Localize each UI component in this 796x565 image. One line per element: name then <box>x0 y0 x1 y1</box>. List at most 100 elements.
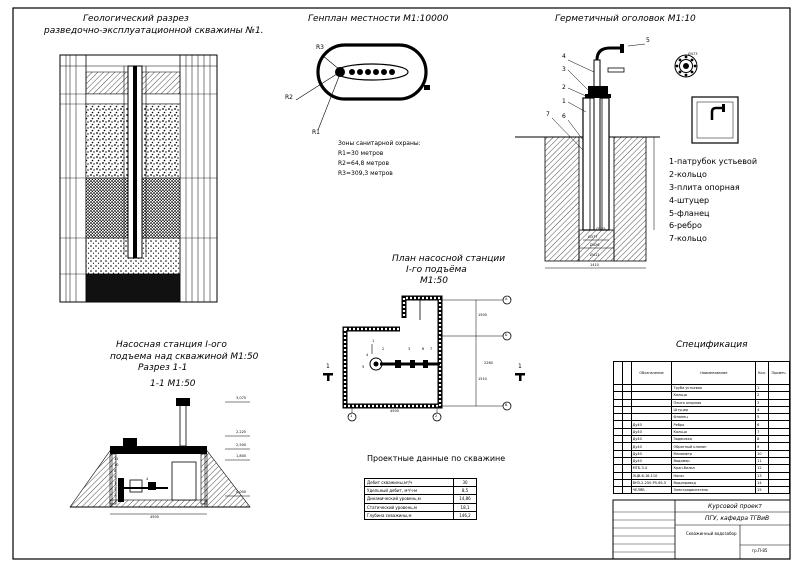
design-data-title: Проектные данные по скважине <box>367 454 506 463</box>
pump-plan-dim-4500: 4500 <box>390 409 399 413</box>
wellhead-legend-5: 5-фланец <box>669 209 710 218</box>
wellhead-dim-411: Ø411 <box>590 253 600 257</box>
zone-r2: R2=64,8 метров <box>338 160 390 167</box>
wellhead-callout-6: 6 <box>562 113 566 120</box>
pump-plan-dim-1510: 1510 <box>478 377 487 381</box>
pump-plan-callout-3: 3 <box>408 347 411 351</box>
wellhead-dim-1410: 1410 <box>590 263 599 267</box>
pump-plan-title-line3: М1:50 <box>420 276 448 286</box>
site-plan-label-r1: R1 <box>312 129 320 136</box>
wellhead-legend-7: 7-кольцо <box>669 234 707 243</box>
title-block-sheet-name: Скважинный водозабор <box>686 531 737 536</box>
pump-plan-callout-7: 7 <box>430 347 433 351</box>
wellhead-dim-325: Ø325 <box>596 227 606 231</box>
wellhead-legend-1: 1-патрубок устьевой <box>669 157 758 166</box>
elev-3075: 3,075 <box>236 396 247 400</box>
pump-section-callout-11: 11 <box>114 457 119 461</box>
wellhead-legend-2: 2-кольцо <box>669 170 707 179</box>
pump-plan-callout-4: 4 <box>366 353 369 357</box>
pump-section-dim-4500: 4500 <box>150 515 159 519</box>
title-block-org: ПГУ, кафедра ТГВиВ <box>705 515 770 522</box>
axis-label-2: 2 <box>435 414 438 418</box>
pump-plan-drawing <box>323 295 525 422</box>
pump-section-scale: 1-1 М1:50 <box>150 379 196 389</box>
axis-label-1: 1 <box>350 414 353 418</box>
spec-header-row: Обозначение Наименование Кол. Примеч. <box>613 361 790 385</box>
wellhead-legend-4: 4-штуцер <box>669 196 710 205</box>
site-plan-label-r2: R2 <box>285 94 293 101</box>
pump-section-drawing <box>69 398 251 515</box>
section-mark-right: 1 <box>518 363 522 370</box>
spec-title: Спецификация <box>676 340 748 350</box>
wellhead-title: Герметичный оголовок М1:10 <box>555 14 696 24</box>
wellhead-drawing <box>515 43 739 269</box>
pump-plan-callout-6: 6 <box>422 347 425 351</box>
pump-plan-dim-2260: 2260 <box>484 361 493 365</box>
elev-0000: 0,000 <box>236 490 247 494</box>
zones-title: Зоны санитарной охраны: <box>338 140 421 147</box>
title-block-frame <box>612 499 791 560</box>
wellhead-dim-426: Ø426 <box>590 243 600 247</box>
elev-1800: 1,800 <box>236 454 247 458</box>
pump-section-title-line2: подъема над скважиной М1:50 <box>110 352 259 362</box>
pump-plan-callout-5: 5 <box>362 365 365 369</box>
pump-plan-title-line1: План насосной станции <box>392 254 506 264</box>
pump-section-callout-1: 1 <box>114 481 117 485</box>
wellhead-callout-1: 1 <box>562 98 566 105</box>
sheet-frame <box>12 7 791 560</box>
wellhead-legend-3: 3-плита опорная <box>669 183 740 192</box>
geo-section-title-line2: разведочно-эксплуатационной скважины №1. <box>44 26 264 36</box>
wellhead-dim-473: Ø473 <box>688 52 698 56</box>
wellhead-legend-6: 6-ребро <box>669 221 702 230</box>
pump-plan-dim-1500: 1500 <box>478 313 487 317</box>
pump-section-callout-4: 4 <box>146 477 149 481</box>
pump-section-title-line1: Насосная станция I-ого <box>116 340 227 350</box>
site-plan-label-r3: R3 <box>316 44 324 51</box>
axis-label-a: A <box>505 297 508 301</box>
pump-section-callout-10: 10 <box>114 463 119 467</box>
title-block-code: гр.П-85 <box>752 548 768 553</box>
geo-section-drawing <box>59 54 218 303</box>
wellhead-dim-377: Ø377 <box>588 235 598 239</box>
section-mark-left: 1 <box>326 363 330 370</box>
pump-section-callout-3: 3 <box>114 487 117 491</box>
pump-section-title-line3: Разрез 1-1 <box>138 363 188 373</box>
axis-label-v: В <box>505 403 508 407</box>
title-block-project: Курсовой проект <box>708 503 762 510</box>
zone-r1: R1=30 метров <box>338 150 384 157</box>
wellhead-callout-2: 2 <box>562 84 566 91</box>
pump-plan-callout-1: 1 <box>372 339 375 343</box>
elev-2500: 2,500 <box>236 443 247 447</box>
pump-section-callout-9: 9 <box>114 475 117 479</box>
wellhead-callout-3: 3 <box>562 66 566 73</box>
site-plan-drawing <box>295 43 430 131</box>
pump-plan-callout-2: 2 <box>382 347 385 351</box>
pump-section-callout-2: 2 <box>114 493 117 497</box>
spec-table: Обозначение Наименование Кол. Примеч. Тр… <box>613 361 790 495</box>
zone-r3: R3=309,3 метров <box>338 170 393 177</box>
pump-section-callout-8: 8 <box>114 469 117 473</box>
site-plan-title: Генплан местности М1:10000 <box>308 14 449 24</box>
